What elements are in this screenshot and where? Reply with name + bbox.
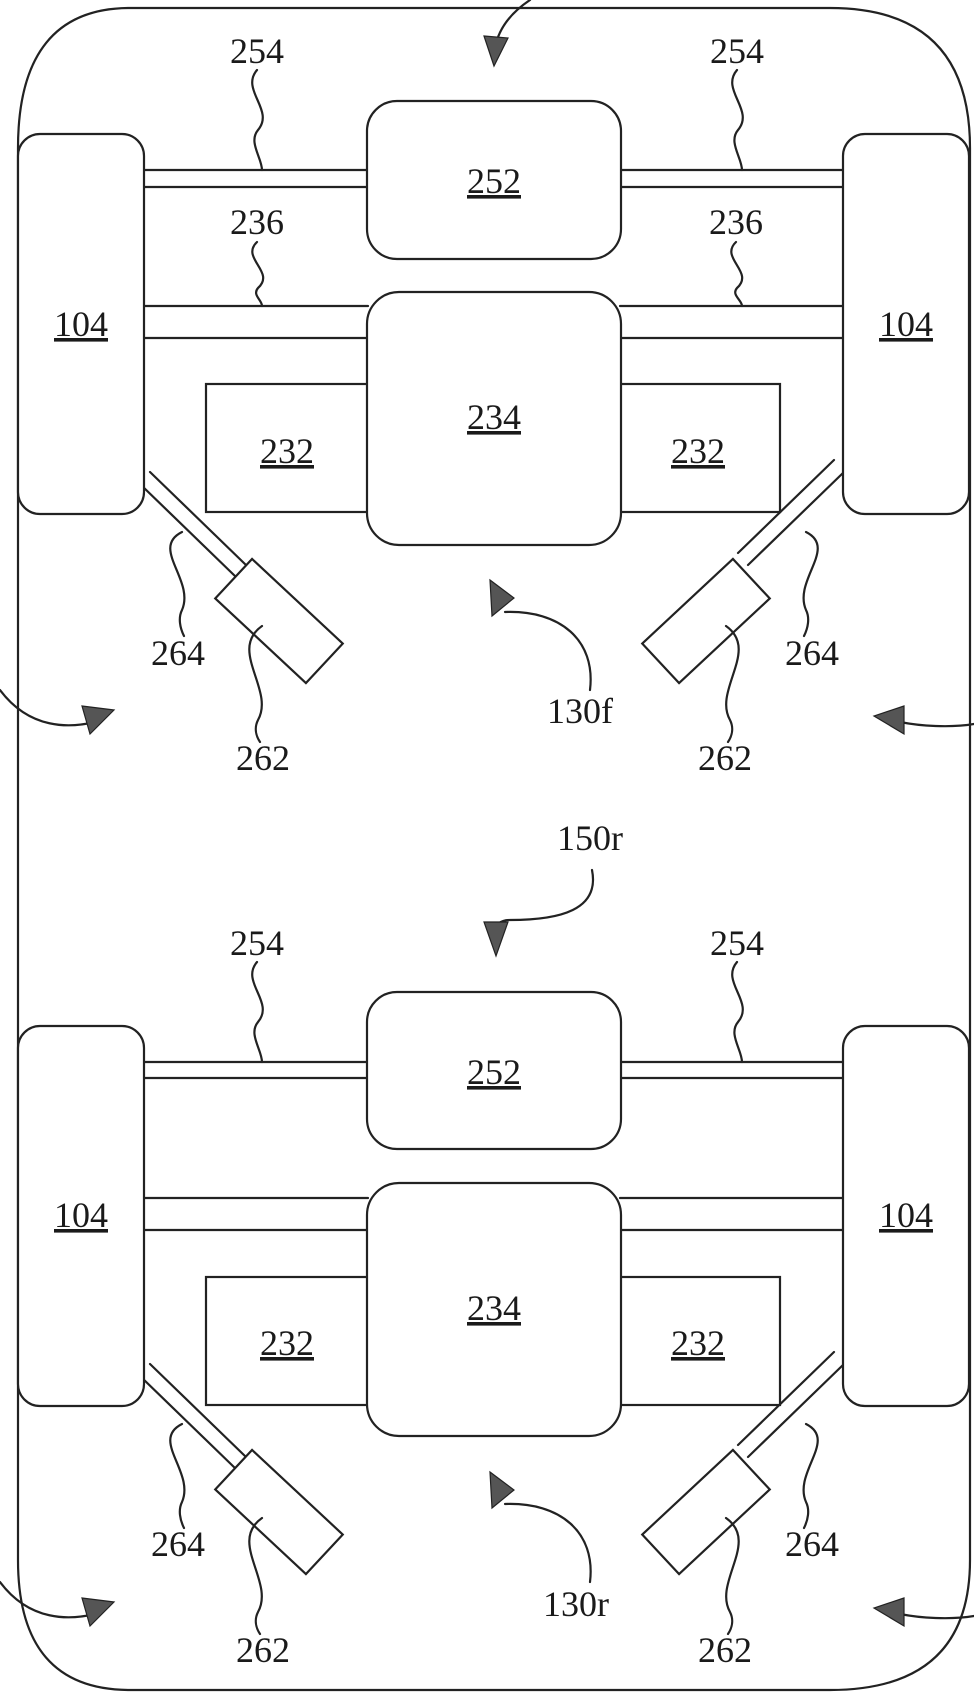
rear-wheel-label-left: 104 bbox=[54, 1195, 108, 1235]
rear-unit-252 bbox=[365, 990, 623, 1151]
front-actuator-ref-left: 262 bbox=[236, 738, 290, 778]
front-inverter-label-left: 232 bbox=[260, 431, 314, 471]
rear-assembly-ref-arrow bbox=[489, 1470, 592, 1584]
front-right-side-arrow bbox=[872, 705, 974, 736]
front-actuator-ref-right: 262 bbox=[698, 738, 752, 778]
front-axle-ref-right: 236 bbox=[709, 202, 763, 242]
rear-left-side-arrow bbox=[0, 1580, 116, 1628]
rear-link-264-right bbox=[746, 1362, 846, 1459]
rear-wheel-label-right: 104 bbox=[879, 1195, 933, 1235]
front-assembly-ref: 130f bbox=[547, 691, 613, 731]
front-inverter-label-right: 232 bbox=[671, 431, 725, 471]
rear-actuator-262-right bbox=[640, 1448, 772, 1576]
rear-wheel-104-left bbox=[16, 1024, 146, 1408]
front-wheel-104-left bbox=[16, 132, 146, 516]
rear-inverter-232-left bbox=[204, 1275, 372, 1407]
front-motor-label: 234 bbox=[467, 397, 521, 437]
front-assembly: 104 104 252 234 232 232 254 254 236 236 … bbox=[0, 31, 974, 778]
front-left-side-arrow bbox=[0, 688, 116, 736]
vehicle-body-outline bbox=[16, 6, 972, 1692]
rear-shaft-ref-left: 254 bbox=[230, 923, 284, 963]
rear-drive-ref: 150r bbox=[557, 818, 623, 858]
front-actuator-262-left bbox=[213, 557, 345, 685]
rear-link-ref-right: 264 bbox=[785, 1524, 839, 1564]
rear-unit-label: 252 bbox=[467, 1052, 521, 1092]
rear-link-ref-left: 264 bbox=[151, 1524, 205, 1564]
rear-actuator-ref-right: 262 bbox=[698, 1630, 752, 1670]
top-leader-arrow bbox=[483, 0, 532, 68]
rear-actuator-262-left bbox=[213, 1448, 345, 1576]
front-unit-252 bbox=[365, 99, 623, 261]
front-link-ref-right: 264 bbox=[785, 633, 839, 673]
rear-drive-ref-arrow bbox=[483, 868, 595, 958]
front-actuator-262-right bbox=[640, 557, 772, 685]
front-link-264-left bbox=[138, 482, 238, 579]
front-wheel-label-left: 104 bbox=[54, 304, 108, 344]
rear-inverter-label-left: 232 bbox=[260, 1323, 314, 1363]
rear-inverter-label-right: 232 bbox=[671, 1323, 725, 1363]
rear-motor-label: 234 bbox=[467, 1288, 521, 1328]
front-assembly-ref-arrow bbox=[489, 578, 592, 692]
rear-link-264-left bbox=[138, 1374, 238, 1471]
front-link-264-right bbox=[746, 470, 846, 567]
front-shaft-ref-left: 254 bbox=[230, 31, 284, 71]
rear-right-side-arrow bbox=[872, 1597, 974, 1628]
front-link-ref-left: 264 bbox=[151, 633, 205, 673]
rear-assembly: 104 104 252 234 232 232 254 254 264 264 … bbox=[0, 923, 974, 1670]
front-unit-label: 252 bbox=[467, 161, 521, 201]
rear-shaft-ref-right: 254 bbox=[710, 923, 764, 963]
rear-actuator-ref-left: 262 bbox=[236, 1630, 290, 1670]
front-motor-234 bbox=[365, 290, 623, 547]
front-wheel-104-right bbox=[841, 132, 971, 516]
rear-inverter-232-right bbox=[614, 1275, 782, 1407]
rear-motor-234 bbox=[365, 1181, 623, 1438]
rear-assembly-ref: 130r bbox=[543, 1584, 609, 1624]
front-inverter-232-left bbox=[204, 382, 372, 514]
front-wheel-label-right: 104 bbox=[879, 304, 933, 344]
front-axle-ref-left: 236 bbox=[230, 202, 284, 242]
rear-wheel-104-right bbox=[841, 1024, 971, 1408]
front-inverter-232-right bbox=[614, 382, 782, 514]
front-shaft-ref-right: 254 bbox=[710, 31, 764, 71]
